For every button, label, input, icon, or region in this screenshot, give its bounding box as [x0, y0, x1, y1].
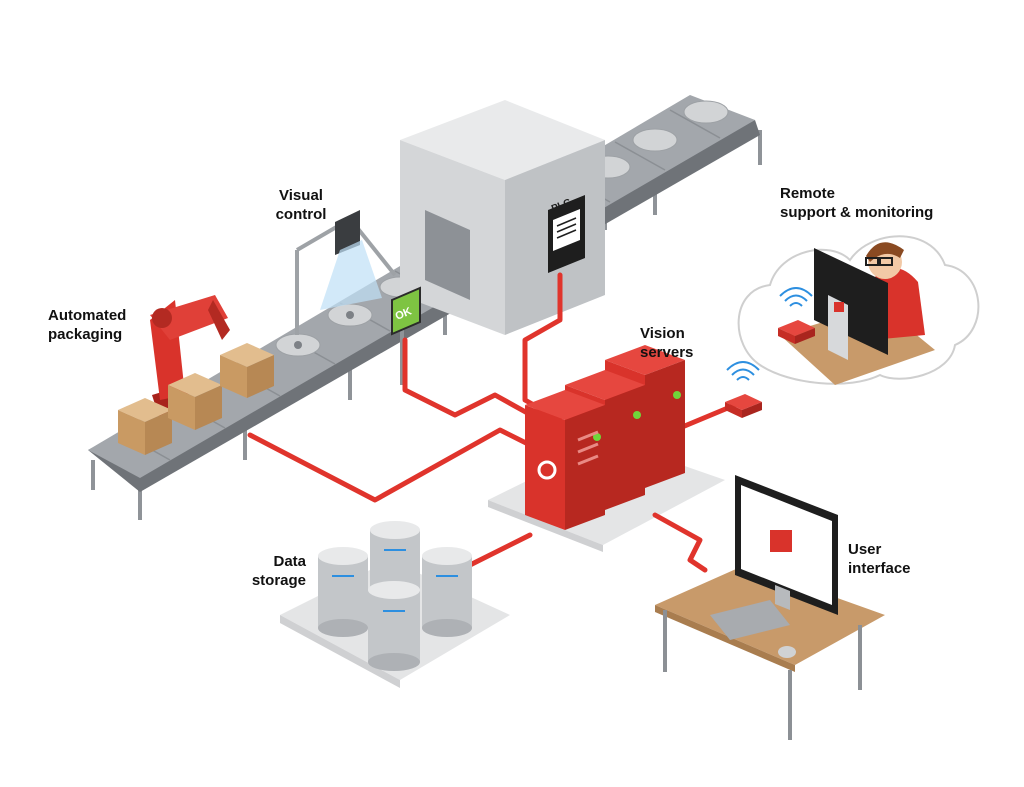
ok-indicator-icon	[391, 286, 421, 385]
visual-control-label: Visual control	[265, 186, 337, 224]
data-storage-line-2: storage	[251, 572, 306, 589]
vision-servers-line-2: servers	[640, 344, 694, 361]
camera-gantry	[295, 210, 397, 335]
user-interface-label: User interface	[848, 540, 911, 578]
user-interface-line-1: User	[848, 541, 882, 558]
vision-servers	[525, 345, 685, 530]
automated-packaging-line-2: packaging	[48, 326, 123, 343]
router-icon	[725, 361, 762, 418]
database-icon	[318, 547, 368, 637]
remote-support-line-2: support & monitoring	[780, 204, 934, 221]
visual-control-line-2: control	[275, 206, 327, 223]
user-interface-desk	[655, 475, 885, 740]
vision-servers-line-1: Vision	[640, 325, 685, 342]
database-cylinders	[318, 521, 472, 671]
camera-light-cone	[320, 240, 382, 310]
automated-packaging-label: Automated packaging	[48, 306, 126, 344]
automated-packaging-line-1: Automated	[48, 307, 127, 324]
user-interface-line-2: interface	[848, 560, 911, 577]
plc-unit-icon	[548, 195, 585, 273]
mouse-icon	[778, 646, 796, 658]
packaging-boxes	[118, 343, 274, 455]
ok-label: OK	[394, 305, 414, 322]
server-icon	[525, 390, 605, 530]
monitor-icon	[735, 475, 838, 615]
remote-support-line-1: Remote	[780, 185, 836, 202]
data-storage-label: Data storage	[246, 552, 306, 590]
data-storage-line-1: Data	[273, 553, 306, 570]
monitor-icon	[814, 248, 888, 360]
database-icon	[368, 581, 420, 671]
visual-control-line-1: Visual	[279, 187, 323, 204]
remote-support-label: Remote support & monitoring	[780, 184, 933, 222]
database-icon	[422, 547, 472, 637]
remote-support-scene	[778, 242, 935, 385]
router-icon	[778, 287, 815, 344]
wifi-icon	[726, 361, 760, 381]
wifi-icon	[779, 287, 813, 307]
vision-servers-label: Vision servers	[640, 324, 693, 362]
keyboard-icon	[710, 600, 790, 640]
